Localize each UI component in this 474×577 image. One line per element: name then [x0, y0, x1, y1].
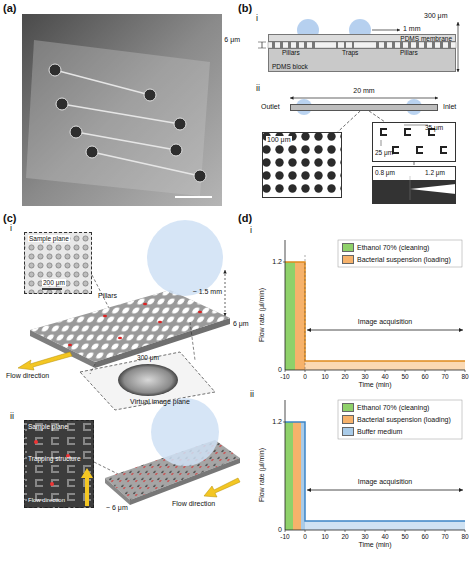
node-text: Flow direction: [28, 497, 65, 504]
dimension-label: ~ 6 μm: [106, 504, 128, 512]
sample-plane-photo: Sample planeTrapping structureFlow direc…: [24, 420, 94, 508]
node-text: Inlet: [443, 103, 456, 111]
sample-plane-inset: Sample plane 200 μm: [24, 232, 92, 294]
legend-text: Buffer medium: [357, 427, 402, 436]
tick-label: 40: [381, 533, 388, 540]
tick-label: 10: [321, 533, 328, 540]
subpanel-label: ii: [256, 84, 260, 94]
tick-label: 30: [361, 373, 368, 380]
tick-label: 80: [461, 373, 468, 380]
tick-label: 0: [303, 533, 307, 540]
node-text: 1.2 μm: [425, 169, 445, 176]
channel: OutletInlet: [290, 104, 438, 111]
pillar-inset: 100 μm: [262, 132, 342, 198]
subpanel-label: i: [10, 224, 12, 234]
zoom-connector: [338, 111, 361, 132]
panel-label: (b): [238, 2, 252, 14]
node-text: Trapping structure: [28, 455, 81, 462]
tick-label: 1.2: [272, 258, 282, 266]
legend-text: Ethanol 70% (cleaning): [357, 403, 429, 412]
tick-label: 80: [461, 533, 468, 540]
zoom-connector: [369, 111, 385, 122]
tick-label: -10: [280, 533, 289, 540]
legend-swatch: [342, 403, 354, 412]
node-text: Sample plane: [28, 423, 68, 430]
legend-swatch: [342, 255, 354, 264]
node-text: 0.8 μm: [375, 169, 395, 176]
node-text: 35 μm: [425, 124, 443, 131]
legend-text: Ethanol 70% (cleaning): [357, 243, 429, 252]
tick-label: 60: [421, 533, 428, 540]
tick-label: 0: [303, 373, 307, 380]
legend-entry: Buffer medium: [342, 427, 402, 436]
tick-label: 20: [341, 373, 348, 380]
subpanel-label: i: [250, 226, 252, 236]
node-text: Outlet: [261, 103, 280, 111]
legend-swatch: [342, 243, 354, 252]
panel-label: (c): [3, 212, 16, 224]
legend-entry: Bacterial suspension (loading): [342, 415, 451, 424]
dimension-label: 6 μm: [224, 36, 240, 44]
part-label: Pillars: [282, 49, 300, 56]
node-text: 100 μm: [266, 136, 292, 144]
legend-swatch: [342, 427, 354, 436]
tick-label: 30: [361, 533, 368, 540]
node-text: Sample plane: [28, 235, 70, 242]
annotation: Image acquisition: [358, 478, 412, 486]
dimension-label: ~ 1.5 mm: [193, 288, 222, 296]
legend-swatch: [342, 415, 354, 424]
tick-label: 60: [421, 373, 428, 380]
tick-label: 0: [278, 366, 282, 374]
tick-label: 0: [278, 526, 282, 534]
axis-title: Time (min): [358, 541, 391, 549]
legend-entry: Bacterial suspension (loading): [342, 255, 451, 264]
flow-label: Flow direction: [172, 500, 215, 508]
node-text: 25 μm: [375, 149, 393, 156]
part-label: Pillars: [98, 292, 117, 300]
node-text: 200 μm: [42, 279, 66, 286]
membrane-layer: PDMS membrane: [268, 34, 456, 42]
dimension-label: 300 μm: [137, 354, 159, 361]
part-label: Traps: [342, 49, 358, 56]
tick-label: -10: [280, 373, 289, 380]
legend-text: Bacterial suspension (loading): [357, 255, 451, 264]
tick-label: 10: [321, 373, 328, 380]
trap-tip-inset: 0.8 μm 1.2 μm: [372, 166, 456, 204]
tick-label: 40: [381, 373, 388, 380]
dimension-label: 1 mm: [403, 25, 421, 33]
axis-title: Flow rate (μl/min): [258, 288, 266, 342]
subpanel-label: ii: [10, 412, 14, 422]
dimension-label: 300 μm: [424, 12, 448, 20]
tick-label: 1.2: [272, 418, 282, 426]
axis-title: Time (min): [358, 381, 391, 389]
node-text: PDMS block: [272, 63, 308, 70]
tick-label: 70: [441, 533, 448, 540]
legend-text: Bacterial suspension (loading): [357, 415, 451, 424]
subpanel-label: i: [256, 14, 258, 24]
legend-entry: Ethanol 70% (cleaning): [342, 403, 429, 412]
tick-label: 70: [441, 373, 448, 380]
part-label: Pillars: [400, 49, 418, 56]
flow-label: Flow direction: [6, 372, 49, 380]
node-text: PDMS membrane: [400, 35, 452, 42]
panel-label: (a): [3, 2, 16, 14]
tick-label: 50: [401, 373, 408, 380]
part-label: Virtual image plane: [130, 398, 190, 406]
tick-label: 50: [401, 533, 408, 540]
trap-inset: 25 μm 35 μm: [372, 122, 456, 162]
dimension-label: 20 mm: [353, 87, 374, 95]
axis-title: Flow rate (μl/min): [258, 448, 266, 502]
annotation: Image acquisition: [358, 318, 412, 326]
legend-entry: Ethanol 70% (cleaning): [342, 243, 429, 252]
subpanel-label: ii: [250, 390, 254, 400]
panel-label: (d): [238, 212, 252, 224]
dimension-label: 6 μm: [233, 320, 249, 328]
tick-label: 20: [341, 533, 348, 540]
